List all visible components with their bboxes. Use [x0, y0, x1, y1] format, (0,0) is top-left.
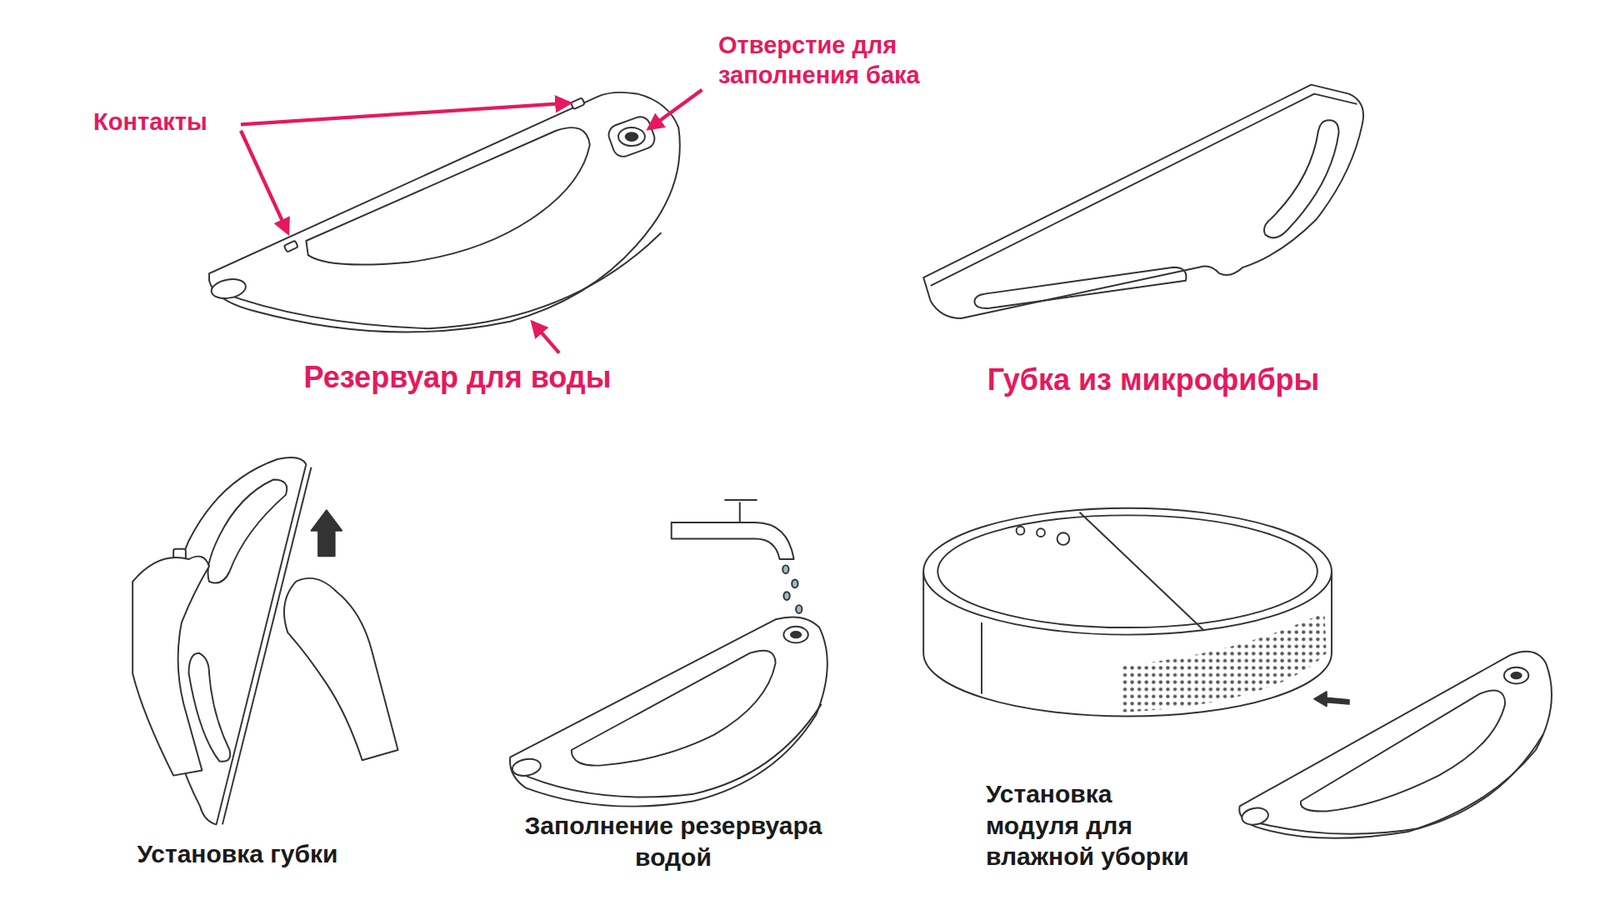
tank-rim	[219, 232, 661, 329]
part-label: Отверстие для заполнения бака	[718, 30, 969, 91]
water-drop	[791, 580, 798, 589]
microfiber-sponge	[923, 85, 1364, 319]
water-drop	[782, 565, 789, 574]
tank-rim	[1245, 735, 1544, 835]
leader-line	[649, 90, 703, 130]
leader-line	[240, 130, 288, 233]
sponge-figure	[923, 85, 1364, 319]
water-drop	[795, 605, 802, 614]
sponge-edge	[930, 94, 1358, 286]
up-arrow	[310, 510, 342, 556]
leader-line	[532, 322, 560, 354]
robot-button	[1036, 528, 1045, 537]
part-label: Губка из микрофибры	[987, 360, 1320, 399]
sponge-strip	[974, 267, 1186, 309]
step-caption: Установка губки	[137, 838, 339, 870]
tank-figure	[209, 92, 680, 333]
water-tank	[1239, 651, 1552, 839]
fill-hole-inner	[1510, 672, 1521, 679]
sponge-strip	[207, 480, 287, 584]
step-caption: Заполнение резервуара водой	[498, 810, 849, 873]
step-caption: Установка модуля для влажной уборки	[985, 778, 1211, 873]
right-hand	[284, 578, 399, 760]
robot-top-rim	[937, 515, 1318, 628]
tank-panel	[571, 650, 776, 766]
water-tank	[209, 92, 680, 333]
contact	[570, 97, 585, 110]
faucet-handle	[724, 500, 757, 523]
part-label: Резервуар для воды	[304, 358, 612, 396]
fill-water-figure	[510, 500, 828, 807]
water-drop	[783, 591, 790, 600]
robot-lid-line	[1080, 512, 1205, 631]
robot-button	[1057, 532, 1070, 545]
contact	[284, 240, 299, 253]
water-tank	[510, 617, 828, 807]
tank-panel	[1300, 690, 1505, 812]
leaders	[240, 90, 702, 354]
robot-button	[1016, 526, 1025, 535]
tank-nose	[1240, 805, 1270, 827]
fill-hole	[1504, 667, 1529, 685]
fill-hole	[618, 127, 645, 146]
tank-nose	[210, 276, 248, 301]
sponge-strip	[1264, 120, 1340, 238]
left-hand	[132, 556, 210, 776]
tank-panel	[305, 127, 590, 265]
fill-hole	[783, 626, 808, 644]
sponge-edge	[222, 467, 312, 825]
fill-hole-frame	[605, 114, 658, 160]
insert-arrow	[1314, 691, 1350, 706]
sponge-install-figure	[132, 457, 398, 825]
tank-nose	[510, 756, 542, 778]
tank-rim	[515, 704, 821, 798]
fill-hole-inner	[625, 132, 639, 141]
robot-top	[923, 508, 1332, 635]
speaker-grille	[1122, 612, 1327, 713]
faucet	[671, 522, 795, 560]
part-label: Контакты	[93, 106, 208, 137]
fill-hole-inner	[790, 631, 801, 638]
robot-seam	[980, 622, 983, 695]
leader-line	[240, 103, 570, 125]
